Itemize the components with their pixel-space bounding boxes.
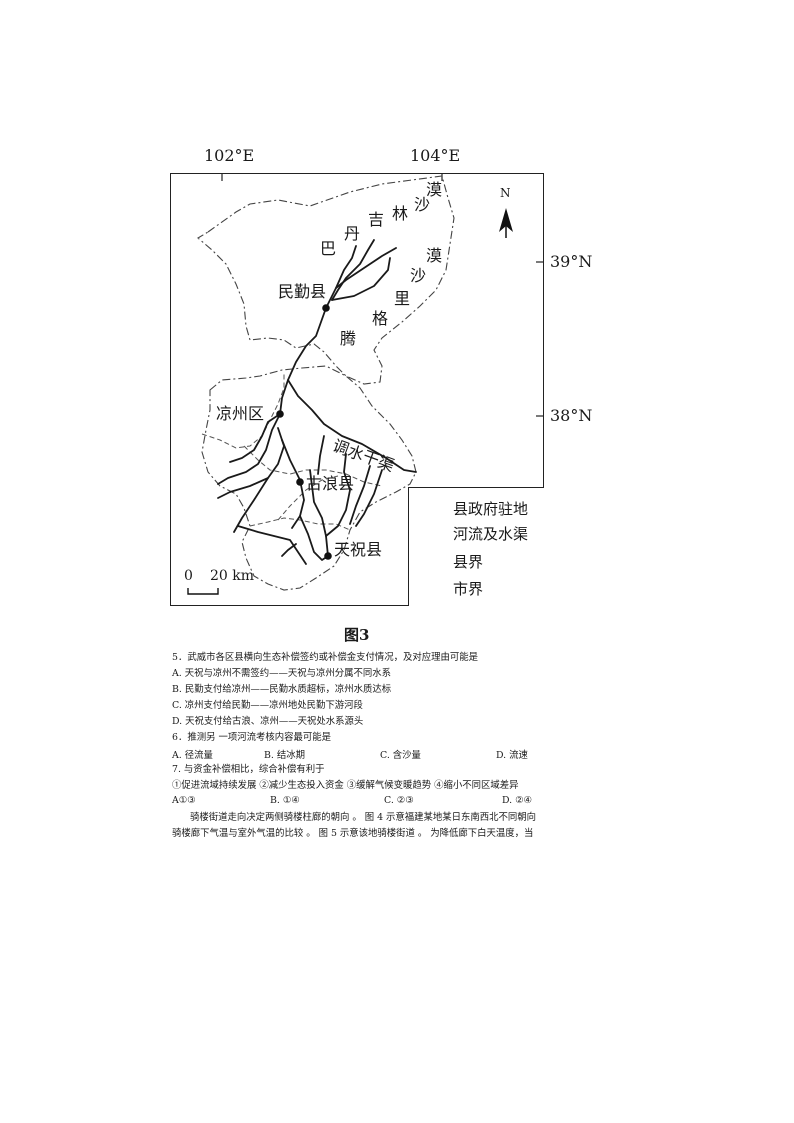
desert-char: 吉 bbox=[368, 210, 385, 229]
legend-item-county-border: 县界 bbox=[453, 552, 484, 571]
question-5-option-a: A. 天祝与凉州不需签约——天祝与凉州分属不同水系 bbox=[172, 668, 391, 679]
map-legend: 县政府驻地 河流及水渠 县界 市界 bbox=[408, 487, 544, 606]
north-label: N bbox=[500, 186, 511, 200]
question-7-items: ①促进流域持续发展 ②减少生态投入资金 ③缓解气候变暖趋势 ④缩小不同区域差异 bbox=[172, 780, 519, 791]
place-minqin: 民勤县 bbox=[278, 282, 327, 301]
county-seat-minqin bbox=[322, 304, 330, 312]
map-drawing bbox=[187, 173, 544, 595]
latitude-label-39: 39°N bbox=[550, 252, 593, 271]
question-6-option-d: D. 流速 bbox=[496, 750, 528, 761]
graticule-ticks bbox=[221, 173, 544, 417]
question-7-option-d: D. ②④ bbox=[502, 795, 532, 806]
question-7-option-c: C. ②③ bbox=[384, 795, 414, 806]
question-7-option-b: B. ①④ bbox=[270, 795, 300, 806]
desert-char: 格 bbox=[372, 309, 389, 328]
latitude-label-38: 38°N bbox=[550, 406, 593, 425]
question-7-stem: 7. 与资金补偿相比，综合补偿有利于 bbox=[172, 764, 325, 775]
passage-line-1: 骑楼街道走向决定两侧骑楼柱廊的朝向 。 图 4 示意福建某地某日东南西北不同朝向 bbox=[190, 812, 537, 823]
question-5-option-c: C. 凉州支付给民勤——凉州地处民勤下游河段 bbox=[172, 700, 363, 711]
question-6-option-b: B. 结冰期 bbox=[264, 750, 305, 761]
figure-3-map: 102°E 104°E 39°N 38°N bbox=[150, 140, 610, 620]
figure-caption: 图3 bbox=[344, 626, 370, 644]
place-tianzhu: 天祝县 bbox=[334, 540, 383, 559]
north-arrow-icon bbox=[499, 208, 513, 238]
county-seat-markers bbox=[276, 304, 332, 560]
question-7-option-a: A①③ bbox=[172, 795, 196, 806]
desert-char: 林 bbox=[392, 204, 409, 223]
desert-char: 腾 bbox=[340, 329, 357, 348]
scale-distance: 20 km bbox=[210, 568, 255, 584]
question-6-stem: 6．推测另 一项河流考核内容最可能是 bbox=[172, 732, 331, 743]
legend-item-city-border: 市界 bbox=[453, 579, 484, 598]
desert-char: 巴 bbox=[320, 239, 337, 258]
county-seat-gulang bbox=[296, 478, 304, 486]
question-5-stem: 5．武威市各区县横向生态补偿签约或补偿金支付情况，及对应理由可能是 bbox=[172, 652, 478, 663]
question-5-option-b: B. 民勤支付给凉州——民勤水质超标，凉州水质达标 bbox=[172, 684, 392, 695]
rivers-and-canals bbox=[217, 239, 417, 565]
desert-char: 里 bbox=[394, 289, 411, 308]
desert-char: 漠 bbox=[426, 180, 443, 199]
desert-char: 沙 bbox=[410, 266, 427, 285]
county-seat-liangzhou bbox=[276, 410, 284, 418]
desert-char: 沙 bbox=[414, 195, 431, 214]
legend-item-river: 河流及水渠 bbox=[453, 524, 529, 543]
place-gulang: 古浪县 bbox=[306, 474, 355, 493]
place-liangzhou: 凉州区 bbox=[216, 404, 265, 423]
legend-item-seat: 县政府驻地 bbox=[453, 499, 529, 518]
scale-bar bbox=[187, 588, 219, 595]
longitude-label-102: 102°E bbox=[204, 146, 255, 165]
scale-zero: 0 bbox=[184, 568, 193, 584]
city-border bbox=[197, 175, 455, 385]
city-border-south bbox=[201, 365, 417, 591]
question-6-option-a: A. 径流量 bbox=[172, 750, 213, 761]
question-6-option-c: C. 含沙量 bbox=[380, 750, 421, 761]
county-seat-tianzhu bbox=[324, 552, 332, 560]
passage-line-2: 骑楼廊下气温与室外气温的比较 。 图 5 示意该地骑楼街道 。 为降低廊下白天温… bbox=[172, 828, 534, 839]
desert-char: 漠 bbox=[426, 246, 443, 265]
desert-char: 丹 bbox=[344, 224, 361, 243]
question-5-option-d: D. 天祝支付给古浪、凉州——天祝处水系源头 bbox=[172, 716, 364, 727]
longitude-label-104: 104°E bbox=[410, 146, 461, 165]
